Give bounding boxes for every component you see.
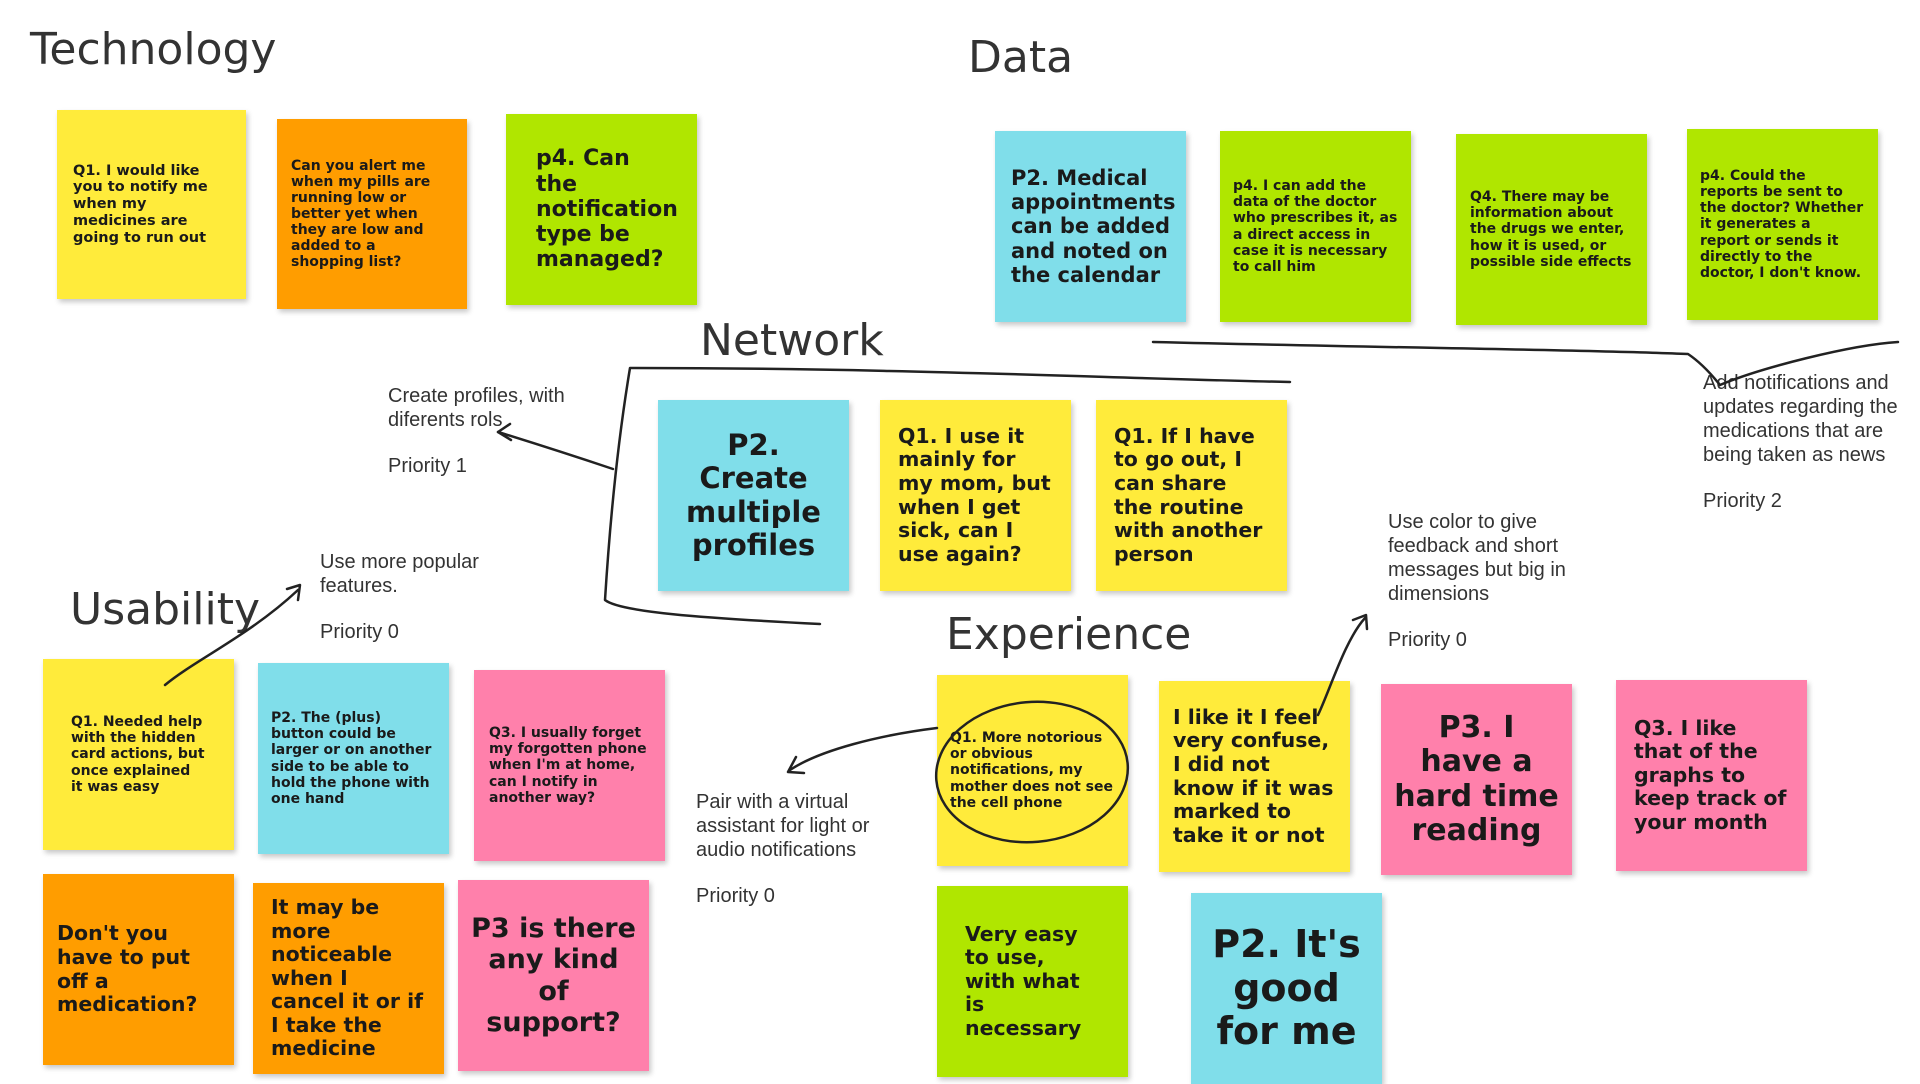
- sticky-text: p4. Could the reports be sent to the doc…: [1700, 168, 1864, 281]
- note-text: Use color to give feedback and short mes…: [1388, 511, 1566, 605]
- priority-label: Priority 0: [1388, 629, 1467, 651]
- sticky-text: Q3. I usually forget my forgotten phone …: [489, 725, 647, 806]
- priority-label: Priority 1: [388, 455, 467, 477]
- sticky-note[interactable]: Q3. I usually forget my forgotten phone …: [474, 670, 665, 861]
- color-arrowhead: [1351, 613, 1369, 631]
- sticky-note[interactable]: Q4. There may be information about the d…: [1456, 134, 1647, 325]
- sticky-note[interactable]: P2. Medical appointments can be added an…: [995, 131, 1186, 322]
- sticky-note[interactable]: I like it I feel very confuse, I did not…: [1159, 681, 1350, 872]
- section-title-data: Data: [968, 32, 1074, 83]
- note-text: Add notifications and updates regarding …: [1703, 372, 1898, 466]
- annotation-note: Use more popular features. Priority 0: [320, 550, 500, 644]
- sticky-note[interactable]: P2. Create multiple profiles: [658, 400, 849, 591]
- sticky-text: Can you alert me when my pills are runni…: [291, 157, 431, 271]
- section-title-technology: Technology: [30, 24, 277, 75]
- annotation-note: Use color to give feedback and short mes…: [1388, 510, 1588, 652]
- priority-label: Priority 0: [320, 621, 399, 643]
- sticky-text: I like it I feel very confuse, I did not…: [1173, 704, 1334, 847]
- section-title-experience: Experience: [946, 609, 1192, 660]
- section-title-network: Network: [700, 315, 884, 366]
- sticky-note[interactable]: It may be more noticeable when I cancel …: [253, 883, 444, 1074]
- sticky-text: Q1. I use it mainly for my mom, but when…: [898, 423, 1051, 566]
- sticky-note[interactable]: Q1. I use it mainly for my mom, but when…: [880, 400, 1071, 591]
- section-title-usability: Usability: [70, 584, 260, 635]
- sticky-text: Q1. I would like you to notify me when m…: [73, 162, 208, 246]
- sticky-text: p4. I can add the data of the doctor who…: [1233, 178, 1398, 275]
- sticky-text: Q1. Needed help with the hidden card act…: [71, 714, 205, 795]
- usability-arrowhead: [285, 583, 302, 602]
- sticky-text: Very easy to use, with what is necessary: [965, 921, 1082, 1040]
- sticky-text: It may be more noticeable when I cancel …: [271, 895, 424, 1061]
- sticky-note[interactable]: Q1. Needed help with the hidden card act…: [43, 659, 234, 850]
- sticky-text: Q1. If I have to go out, I can share the…: [1114, 423, 1263, 566]
- sticky-text: P3. I have a hard time reading: [1394, 709, 1559, 848]
- sticky-note[interactable]: Can you alert me when my pills are runni…: [277, 119, 467, 309]
- sticky-note[interactable]: Very easy to use, with what is necessary: [937, 886, 1128, 1077]
- priority-label: Priority 0: [696, 885, 775, 907]
- sticky-text: Q1. More notorious or obvious notificati…: [950, 730, 1113, 811]
- note-text: Use more popular features.: [320, 551, 479, 597]
- annotation-note: Create profiles, with diferents rols Pri…: [388, 384, 588, 478]
- assistant-arrow: [788, 726, 939, 772]
- annotation-note: Add notifications and updates regarding …: [1703, 371, 1908, 513]
- sticky-text: P2. Create multiple profiles: [686, 427, 821, 562]
- note-text: Create profiles, with diferents rols: [388, 385, 565, 431]
- sticky-note[interactable]: Q1. More notorious or obvious notificati…: [937, 675, 1128, 866]
- sticky-note[interactable]: P3. I have a hard time reading: [1381, 684, 1572, 875]
- sticky-note[interactable]: Q1. I would like you to notify me when m…: [57, 110, 246, 299]
- sticky-text: P2. It's good for me: [1212, 921, 1361, 1054]
- sticky-text: P2. Medical appointments can be added an…: [1011, 166, 1176, 287]
- sticky-note[interactable]: P3 is there any kind of support?: [458, 880, 649, 1071]
- sticky-text: P3 is there any kind of support?: [471, 913, 636, 1038]
- sticky-note[interactable]: p4. Could the reports be sent to the doc…: [1687, 129, 1878, 320]
- sticky-text: Q3. I like that of the graphs to keep tr…: [1634, 715, 1787, 834]
- sticky-note[interactable]: Q1. If I have to go out, I can share the…: [1096, 400, 1287, 591]
- sticky-text: Don't you have to put off a medication?: [57, 921, 198, 1017]
- sticky-note[interactable]: P2. It's good for me: [1191, 893, 1382, 1084]
- sticky-text: P2. The (plus) button could be larger or…: [271, 710, 432, 807]
- sticky-note[interactable]: Don't you have to put off a medication?: [43, 874, 234, 1065]
- sticky-text: Q4. There may be information about the d…: [1470, 189, 1632, 270]
- sticky-text: p4. Can the notification type be managed…: [536, 146, 678, 273]
- sticky-note[interactable]: P2. The (plus) button could be larger or…: [258, 663, 449, 854]
- sticky-note[interactable]: p4. Can the notification type be managed…: [506, 114, 697, 305]
- note-text: Pair with a virtual assistant for light …: [696, 791, 870, 861]
- priority-label: Priority 2: [1703, 490, 1782, 512]
- sticky-note[interactable]: Q3. I like that of the graphs to keep tr…: [1616, 680, 1807, 871]
- sticky-note[interactable]: p4. I can add the data of the doctor who…: [1220, 131, 1411, 322]
- annotation-note: Pair with a virtual assistant for light …: [696, 790, 896, 908]
- assistant-arrowhead: [786, 755, 806, 775]
